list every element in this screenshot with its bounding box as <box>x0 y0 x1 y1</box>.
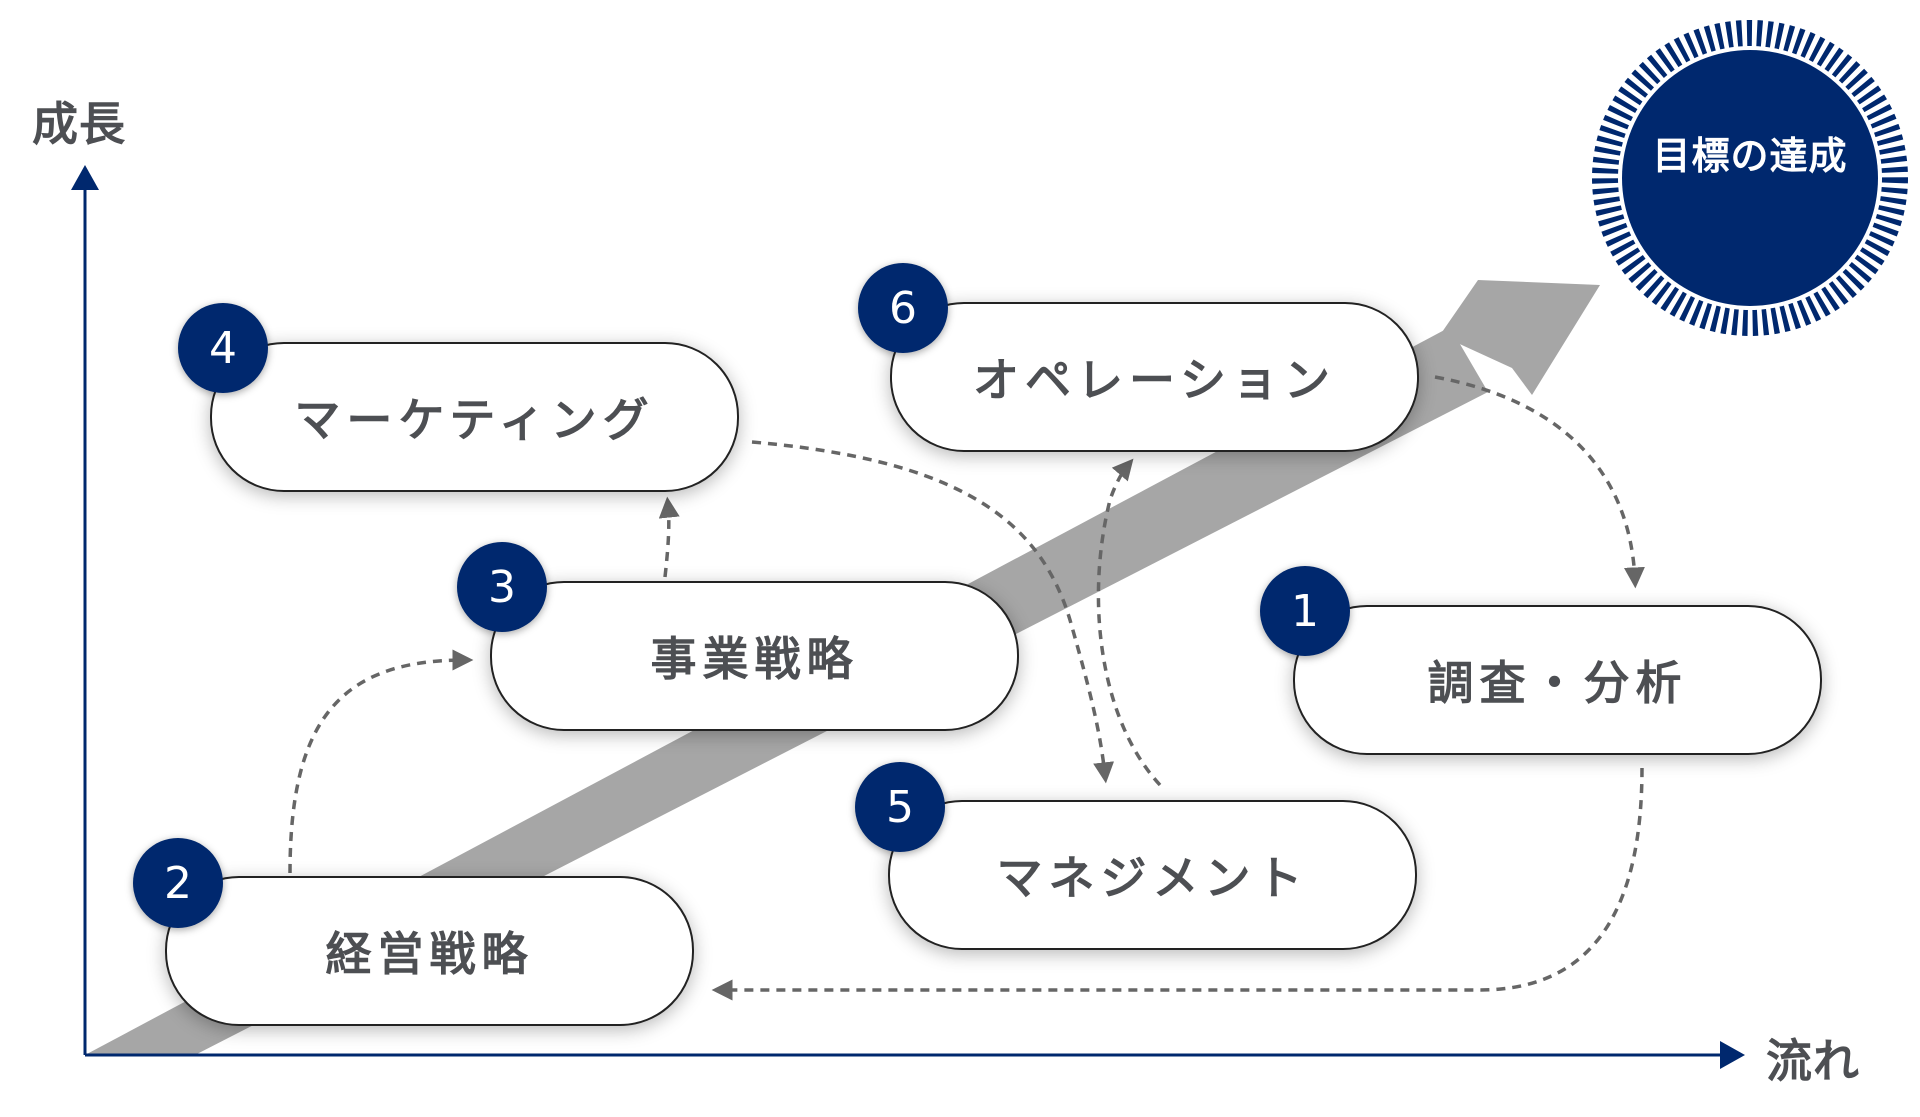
growth-arrow-head <box>1440 280 1600 395</box>
step-badge-3: 3 <box>457 542 547 632</box>
step-label: 調査・分析 <box>1427 656 1688 710</box>
flow-arrow-2-3 <box>288 649 474 874</box>
step-badge-6: 6 <box>858 263 948 353</box>
x-axis-label: 流れ <box>1766 1034 1860 1088</box>
step-badge-1: 1 <box>1260 566 1350 656</box>
step-pill-2: 経営戦略 <box>165 876 694 1026</box>
step-badge-4: 4 <box>178 303 268 393</box>
step-pill-6: オペレーション <box>890 302 1419 452</box>
flow-arrow-5-6 <box>1096 458 1162 787</box>
step-label: マネジメント <box>996 851 1309 905</box>
step-pill-5: マネジメント <box>888 800 1417 950</box>
step-label: 事業戦略 <box>650 632 859 686</box>
flow-arrow-4-5 <box>751 440 1115 784</box>
step-badge-2: 2 <box>133 838 223 928</box>
step-label: 経営戦略 <box>325 927 534 981</box>
flow-arrow-6-1 <box>1434 375 1645 589</box>
flow-arrow-1-2 <box>711 767 1644 1001</box>
step-label: オペレーション <box>972 353 1337 407</box>
step-pill-3: 事業戦略 <box>490 581 1019 731</box>
goal-label: 目標の達成 <box>1652 134 1848 178</box>
goal-circle <box>1622 50 1878 306</box>
step-label: マーケティング <box>294 393 655 447</box>
goal-circle-ring <box>1592 20 1908 336</box>
flow-arrow-3-4 <box>658 496 680 578</box>
y-axis-label: 成長 <box>32 97 126 151</box>
y-axis-arrowhead <box>71 165 99 190</box>
flow-arrows <box>288 375 1645 1001</box>
step-pill-4: マーケティング <box>210 342 739 492</box>
step-pill-1: 調査・分析 <box>1293 605 1822 755</box>
x-axis-arrowhead <box>1720 1041 1745 1069</box>
step-badge-5: 5 <box>855 762 945 852</box>
